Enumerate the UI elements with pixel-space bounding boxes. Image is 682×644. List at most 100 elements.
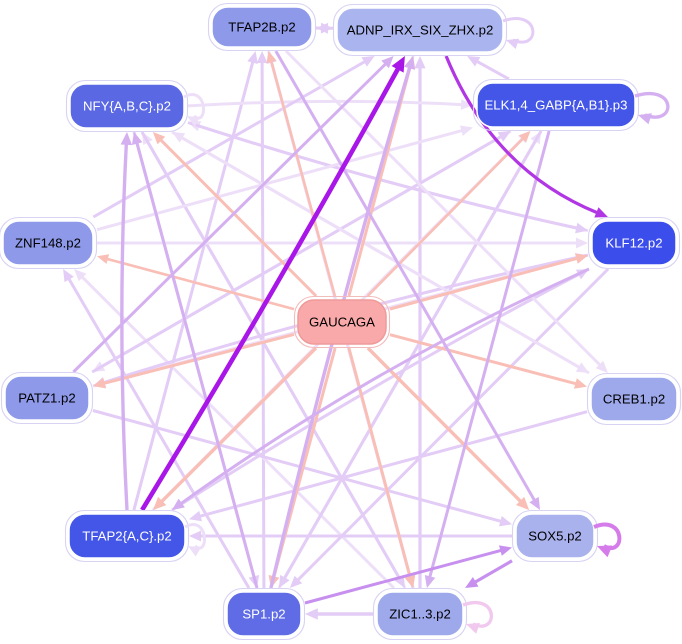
edge-elk-zic	[428, 130, 551, 579]
edge-arrowhead-tfap2ac-adnp	[391, 56, 405, 73]
edge-arrowhead-sp1-znf148	[63, 269, 74, 283]
edge-gaucaga-elk	[366, 136, 525, 297]
edge-sp1-nfy	[135, 141, 259, 589]
edge-arrowhead-gaucaga-sox5	[516, 496, 530, 510]
node-outer-ring	[64, 509, 190, 563]
edge-patz1-sox5	[92, 409, 503, 524]
node-label: CREB1.p2	[603, 392, 665, 407]
edge-creb1-nfy	[179, 135, 590, 375]
node-outer-ring	[65, 79, 189, 133]
node-box	[515, 513, 595, 559]
node-outer-ring	[222, 587, 306, 641]
node-gaucaga[interactable]: GAUCAGA	[293, 295, 391, 349]
edge-arrowhead-creb1-nfy	[172, 132, 186, 143]
edge-arrowhead-sp1-adnp	[403, 56, 415, 70]
edge-arrowhead-gaucaga-creb1	[574, 378, 587, 389]
edge-tfap2ac-adnp	[140, 66, 401, 512]
edge-arrowhead-creb1-tfap2ac	[189, 510, 202, 522]
self-loop-adnp	[502, 17, 535, 44]
edge-arrowhead-elk-adnp	[467, 56, 481, 67]
node-outer-ring	[472, 78, 640, 132]
edge-arrowhead-znf148-adnp	[361, 56, 375, 67]
node-elk[interactable]: ELK1,4_GABP{A,B1}.p3	[472, 78, 640, 132]
edge-arrowhead-nfy-elk	[460, 99, 473, 110]
node-creb1[interactable]: CREB1.p2	[586, 372, 682, 426]
edge-elk-adnp	[475, 59, 510, 81]
edge-arrowhead-gaucaga-zic	[404, 575, 416, 588]
edge-arrowhead-sox5-tfap2ac	[189, 530, 201, 542]
node-box	[336, 7, 504, 53]
node-outer-ring	[372, 587, 468, 641]
node-label: ZIC1..3.p2	[389, 607, 451, 622]
edge-gaucaga-tfap2b	[269, 59, 337, 297]
node-box	[591, 220, 677, 266]
edge-arrowhead-patz1-sox5	[499, 516, 512, 527]
edges-layer	[63, 22, 610, 620]
node-sox5[interactable]: SOX5.p2	[511, 509, 599, 563]
node-znf148[interactable]: ZNF148.p2	[0, 216, 98, 270]
edge-patz1-adnp	[72, 61, 388, 374]
node-outer-ring	[332, 3, 508, 57]
edge-adnp-klf12	[444, 55, 599, 215]
node-nfy[interactable]: NFY{A,B,C}.p2	[65, 79, 189, 133]
node-adnp[interactable]: ADNP_IRX_SIX_ZHX.p2	[332, 3, 508, 57]
edge-creb1-tfap2ac	[198, 410, 588, 519]
node-box	[211, 6, 313, 48]
self-loop-zic	[462, 601, 494, 628]
edge-klf12-nfy	[197, 124, 589, 233]
node-label: ZNF148.p2	[15, 236, 81, 251]
node-tfap2b[interactable]: TFAP2B.p2	[207, 2, 317, 52]
edge-arrowhead-elk-sp1	[278, 574, 290, 588]
edge-arrowhead-tfap2b-sox5	[529, 496, 540, 510]
self-loop-arrowhead-zic	[466, 623, 480, 634]
node-label: NFY{A,B,C}.p2	[83, 99, 171, 114]
node-label: SP1.p2	[242, 607, 285, 622]
node-box	[69, 83, 185, 129]
node-outer-ring	[587, 216, 681, 270]
edge-arrowhead-zic-adnp	[414, 56, 426, 69]
node-tfap2ac[interactable]: TFAP2{A,C}.p2	[64, 509, 190, 563]
edge-arrowhead-tfap2ac-tfap2b	[247, 51, 258, 64]
node-label: KLF12.p2	[605, 236, 662, 251]
edge-gaucaga-sox5	[366, 346, 523, 504]
edge-sox5-zic	[473, 559, 513, 585]
edge-arrowhead-klf12-tfap2ac	[172, 498, 185, 510]
node-klf12[interactable]: KLF12.p2	[587, 216, 681, 270]
edge-arrowhead-gaucaga-patz1	[93, 377, 106, 389]
edge-arrowhead-patz1-elk	[497, 131, 511, 142]
edge-gaucaga-klf12	[389, 256, 579, 311]
node-box	[476, 82, 636, 128]
node-label: SOX5.p2	[528, 529, 582, 544]
node-patz1[interactable]: PATZ1.p2	[0, 371, 94, 425]
node-box	[297, 299, 387, 345]
edge-gaucaga-creb1	[389, 333, 578, 386]
node-zic[interactable]: ZIC1..3.p2	[372, 587, 468, 641]
edge-arrowhead-znf148-elk	[460, 125, 473, 136]
edge-arrowhead-sp1-tfap2b	[256, 51, 268, 63]
node-box	[4, 375, 90, 421]
node-box	[68, 513, 186, 559]
node-sp1[interactable]: SP1.p2	[222, 587, 306, 641]
edge-arrowhead-gaucaga-klf12	[575, 253, 588, 264]
edge-tfap2b-sox5	[274, 50, 537, 503]
self-loop-arrowhead-tfap2ac	[188, 546, 202, 557]
self-loop-arrowhead-sox5	[597, 545, 613, 558]
node-outer-ring	[293, 295, 391, 349]
node-label: ADNP_IRX_SIX_ZHX.p2	[347, 23, 494, 38]
edge-znf148-elk	[96, 128, 464, 232]
edge-arrowhead-patz1-adnp	[381, 56, 394, 69]
edge-arrowhead-gaucaga-tfap2ac	[153, 496, 167, 510]
edge-arrowhead-sp1-nfy	[131, 132, 143, 145]
edge-arrowhead-gaucaga-znf148	[97, 254, 110, 264]
node-outer-ring	[0, 371, 94, 425]
self-loops-layer	[183, 17, 670, 634]
node-outer-ring	[586, 372, 682, 426]
edge-gaucaga-nfy	[158, 138, 318, 298]
node-label: TFAP2B.p2	[228, 20, 295, 35]
edge-gaucaga-znf148	[105, 257, 295, 311]
self-loop-elk	[634, 92, 670, 119]
node-box	[226, 591, 302, 637]
edge-nfy-elk	[187, 99, 464, 108]
